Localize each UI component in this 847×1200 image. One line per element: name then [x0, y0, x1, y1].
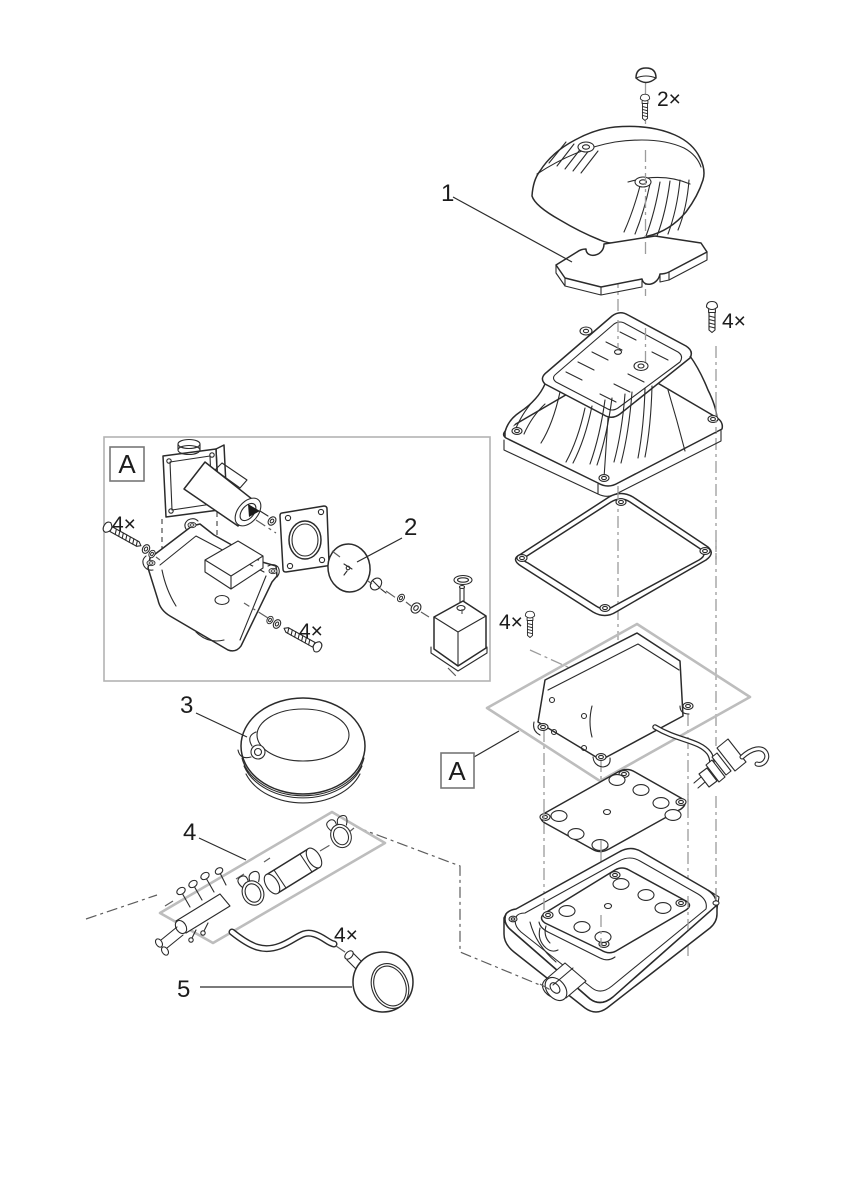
detail-box-frame [103, 436, 491, 682]
callout-part-1: 1 [441, 180, 454, 207]
detail-box-label-frame [109, 446, 145, 482]
valve-fasteners [369, 577, 422, 614]
base-platform [538, 867, 691, 961]
housing-ribs [565, 331, 669, 403]
qty-housing-screws: 4× [722, 310, 746, 333]
port-plate [279, 505, 330, 573]
qty-detail-screws-right: 4× [299, 620, 323, 643]
perforated-plate [539, 768, 687, 853]
valve-housing [430, 574, 488, 672]
detail-ref-label-group: A [440, 730, 520, 789]
detail-inset-A: A [100, 436, 491, 682]
axis-segments [164, 827, 355, 907]
screw-cap [635, 67, 657, 84]
distributor-ghost-outline [158, 810, 387, 945]
top-cover [531, 125, 705, 245]
qty-diffuser-count: 4× [334, 924, 358, 947]
foam-insert [555, 235, 708, 296]
detail-box-label: A [118, 449, 136, 479]
motor-coil [183, 461, 269, 527]
detail-axis-lines [155, 519, 463, 677]
air-hose-coil [237, 697, 366, 804]
qty-pump-unit-screws: 4× [499, 611, 523, 634]
qty-cover-screws: 2× [657, 88, 681, 111]
housing-gasket [514, 492, 712, 617]
air-hose [228, 928, 338, 953]
cover-vents [548, 141, 690, 237]
air-manifold [154, 867, 231, 956]
distributor-assembly [154, 810, 387, 956]
callout-part-3: 3 [180, 692, 193, 719]
qty-detail-screws-left: 4× [112, 513, 136, 536]
air-diffuser-ball [344, 950, 414, 1013]
callout-part-2: 2 [404, 514, 417, 541]
callout-part-4: 4 [183, 819, 196, 846]
power-plug [693, 738, 770, 789]
callouts: 1 2 3 4 5 A 2× 4× 4× 4× 4× 4× [112, 88, 746, 1003]
callout-part-5: 5 [177, 976, 190, 1003]
outlet-nozzle [541, 962, 587, 1002]
base-housing [503, 847, 720, 1013]
connector-muffler [263, 847, 323, 895]
diffuser-set [228, 928, 414, 1013]
centerline-overlays [539, 150, 717, 993]
pump-unit [533, 632, 770, 789]
pump-unit-ghost-outline [485, 622, 752, 783]
detail-ref-label: A [448, 756, 466, 786]
pump-lower-housing [142, 518, 280, 652]
cover-screw-set [635, 67, 657, 121]
housing-vents [515, 385, 653, 466]
